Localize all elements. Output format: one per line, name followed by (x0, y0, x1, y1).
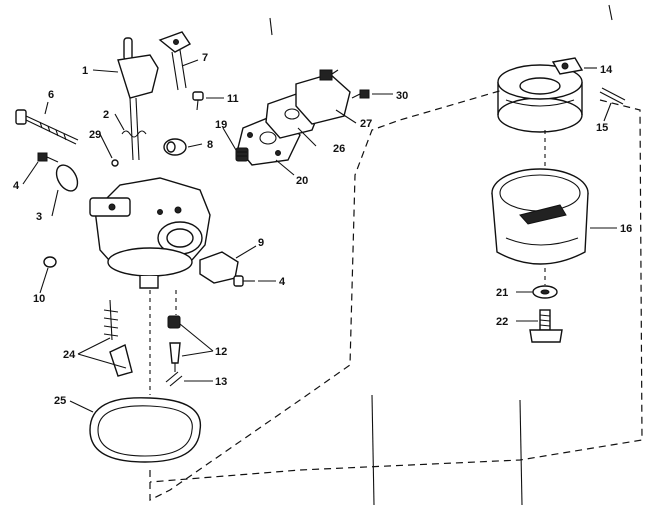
part-label-4-right: 4 (279, 276, 286, 288)
air-filter-element (497, 57, 584, 133)
part-label-13: 13 (215, 376, 227, 388)
part-label-8: 8 (207, 139, 213, 151)
screw-left (37, 152, 59, 163)
part-label-14: 14 (600, 64, 613, 76)
part-label-20: 20 (296, 175, 308, 187)
part-label-24: 24 (63, 349, 76, 361)
needle-seat (235, 147, 249, 162)
part-label-29: 29 (89, 129, 101, 141)
guide-line (269, 17, 273, 36)
leader-lines (22, 59, 617, 413)
assembly-boundary (149, 84, 643, 501)
part-label-2: 2 (103, 109, 109, 121)
carburetor-body (89, 177, 211, 289)
part-label-27: 27 (360, 118, 372, 130)
air-cleaner-cup (491, 168, 589, 265)
main-jet-needle (103, 299, 133, 377)
screw-30 (351, 89, 370, 99)
throttle-plate (55, 164, 79, 192)
part-label-7: 7 (202, 52, 208, 64)
screw-right (233, 275, 255, 287)
seal (111, 159, 119, 167)
inlet-needle-seat (165, 315, 183, 387)
spring (121, 130, 147, 138)
part-label-25: 25 (54, 395, 66, 407)
guide-line (519, 399, 523, 506)
guide-line (371, 394, 375, 506)
part-label-6: 6 (48, 89, 54, 101)
throttle-shaft (117, 37, 159, 161)
part-label-21: 21 (496, 287, 508, 299)
part-label-22: 22 (496, 316, 508, 328)
wing-bolt (529, 309, 563, 343)
part-label-11: 11 (227, 93, 239, 105)
bowl-gasket-ring (89, 397, 202, 463)
fuel-pump-cover (295, 69, 351, 125)
screw-small (192, 91, 204, 111)
part-label-4-left: 4 (13, 180, 20, 192)
part-label-15: 15 (596, 122, 608, 134)
part-label-9: 9 (258, 237, 264, 249)
part-label-26: 26 (333, 143, 345, 155)
part-label-30: 30 (396, 90, 408, 102)
welch-plug (43, 256, 57, 268)
idle-speed-screw (15, 109, 79, 145)
part-label-19: 19 (215, 119, 227, 131)
part-label-1: 1 (82, 65, 88, 77)
bushing (163, 138, 187, 156)
choke-shaft (158, 31, 192, 91)
washer (532, 285, 558, 299)
guide-line (608, 4, 613, 21)
part-label-16: 16 (620, 223, 632, 235)
air-filter-pin (599, 87, 626, 105)
part-label-10: 10 (33, 293, 45, 305)
part-label-3: 3 (36, 211, 42, 223)
gasket (199, 251, 239, 284)
part-label-12: 12 (215, 346, 227, 358)
